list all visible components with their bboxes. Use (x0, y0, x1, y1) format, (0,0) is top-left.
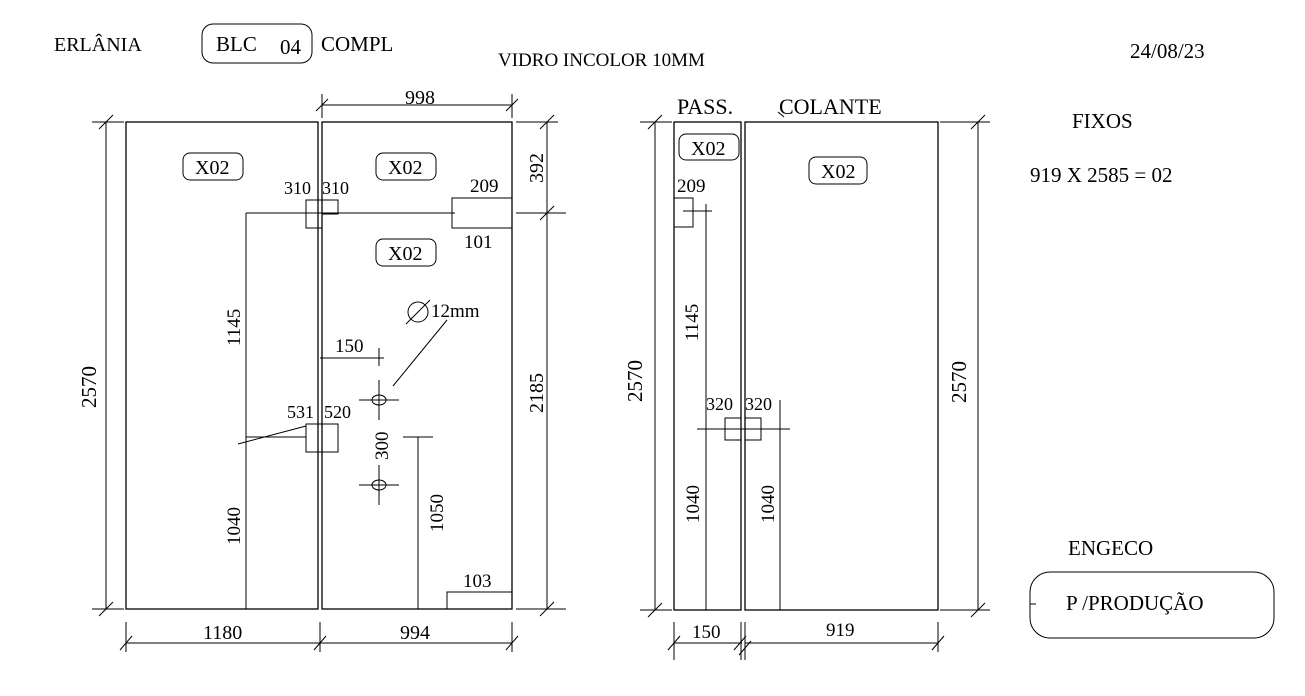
hinge-top-right-label: 310 (322, 178, 349, 198)
pass-part-tag (678, 133, 740, 161)
dim-colante-height: 2570 (947, 361, 971, 403)
handle-offset-label: 150 (335, 336, 364, 357)
colante-glass (744, 121, 939, 611)
colante-part-tag-label: X02 (821, 161, 855, 183)
pass-lock-cutout (673, 197, 694, 228)
left-fixed-glass (125, 121, 319, 610)
dim-pass-lower-height: 1040 (683, 485, 704, 523)
part-tag-2-label: X02 (388, 157, 422, 179)
handle-hole-top (371, 394, 387, 406)
hinge-mid-right-label: 520 (324, 402, 351, 422)
pass-lock-width-label: 209 (677, 176, 706, 197)
dim-upper-left-height: 1145 (224, 309, 245, 346)
pass-glass (673, 121, 742, 611)
bottom-notch (446, 591, 512, 609)
dim-right-top-height: 392 (526, 153, 548, 183)
colante-part-tag (808, 156, 868, 185)
lock-height-label: 101 (464, 232, 493, 253)
part-tag-2 (375, 152, 437, 181)
dim-pass-width: 150 (692, 622, 721, 643)
block-badge (201, 23, 313, 64)
lock-cutout (451, 197, 513, 229)
hole-spacing-label: 300 (372, 432, 393, 461)
status-badge (1029, 571, 1275, 639)
right-panel: PASS. COLANTE 2570 2570 X02 X02 209 1145 (623, 94, 990, 660)
block-number: 04 (280, 35, 302, 59)
block-suffix: COMPL (321, 32, 393, 56)
hole-diameter-label: 12mm (431, 301, 480, 322)
block-prefix: BLC (216, 32, 257, 56)
date-label: 24/08/23 (1130, 39, 1205, 63)
diameter-symbol (407, 301, 429, 323)
left-door-glass (321, 121, 513, 610)
handle-hole-bottom (371, 479, 387, 491)
dim-lower-left-height: 1040 (224, 507, 245, 545)
lock-width-label: 209 (470, 176, 499, 197)
part-tag-1 (182, 152, 244, 181)
dim-pass-upper-height: 1145 (682, 304, 703, 341)
colante-label: COLANTE (779, 94, 882, 119)
pass-part-tag-label: X02 (691, 138, 725, 160)
hinge-top-left-label: 310 (284, 178, 311, 198)
dim-top-width: 998 (405, 87, 435, 109)
hinge-middle (305, 423, 339, 453)
company-label: ENGECO (1068, 536, 1153, 560)
pass-hinge-label: 320 (706, 394, 733, 414)
material-label: VIDRO INCOLOR 10MM (498, 50, 705, 71)
pass-label: PASS. (677, 94, 733, 119)
left-panel: 998 2570 1180 994 392 2185 1145 1 (77, 87, 566, 652)
status-label: P /PRODUÇÃO (1066, 591, 1204, 615)
dim-left-total-height: 2570 (77, 366, 101, 408)
part-tag-3 (375, 238, 437, 267)
dim-pass-height: 2570 (623, 360, 647, 402)
fixos-title: FIXOS (1072, 109, 1133, 133)
dim-bottom-right-width: 994 (400, 622, 430, 644)
part-tag-1-label: X02 (195, 157, 229, 179)
dim-right-lower-height: 1050 (427, 494, 448, 532)
dim-right-bottom-height: 2185 (526, 373, 548, 413)
hinge-top (305, 199, 323, 229)
dim-colante-width: 919 (826, 620, 855, 641)
fixos-spec: 919 X 2585 = 02 (1030, 163, 1173, 187)
colante-hinge-label: 320 (745, 394, 772, 414)
part-tag-3-label: X02 (388, 243, 422, 265)
dim-bottom-left-width: 1180 (203, 622, 242, 644)
bottom-notch-label: 103 (463, 571, 492, 592)
hinge-mid-left-label: 531 (287, 402, 314, 422)
dim-colante-lower-height: 1040 (758, 485, 779, 523)
client-name: ERLÂNIA (54, 33, 142, 56)
